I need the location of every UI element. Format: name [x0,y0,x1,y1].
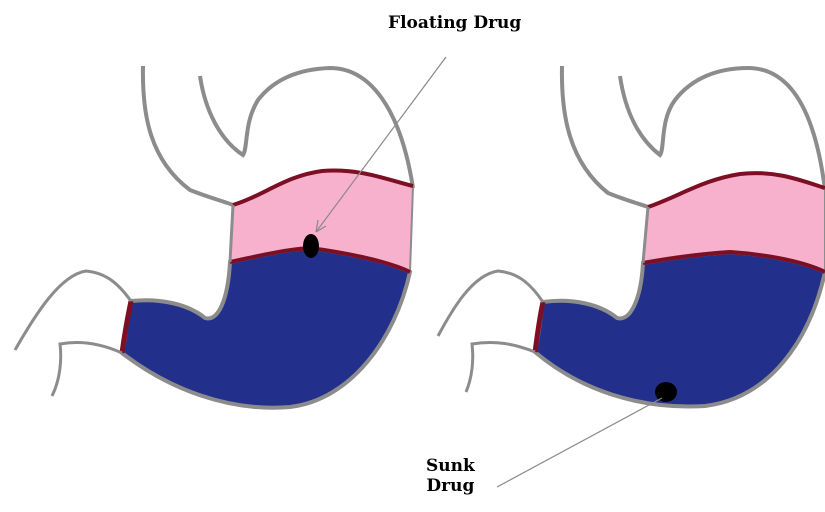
right-esophagus-wall [562,66,648,207]
left-esophagus-wall [143,66,233,205]
left-duodenum-upper [15,271,131,350]
right-duodenum-lower [466,342,535,392]
left-fluid-body [122,248,410,408]
right-stomach [438,66,825,407]
sunk-drug-label-line2: Drug [426,476,475,496]
left-duodenum-lower [52,342,122,396]
right-fundus-outline [620,68,825,190]
floating-drug-label: Floating Drug [388,13,521,33]
sunk-drug-label-line1: Sunk [426,456,475,476]
left-fundus-outline [200,68,413,188]
right-fluid-body [535,252,825,407]
sunk-pointer-line [497,398,662,487]
sunk-drug [655,382,677,402]
left-stomach [15,66,413,408]
sunk-drug-label: Sunk Drug [426,456,475,496]
right-duodenum-upper [438,271,543,336]
floating-drug [303,234,319,258]
